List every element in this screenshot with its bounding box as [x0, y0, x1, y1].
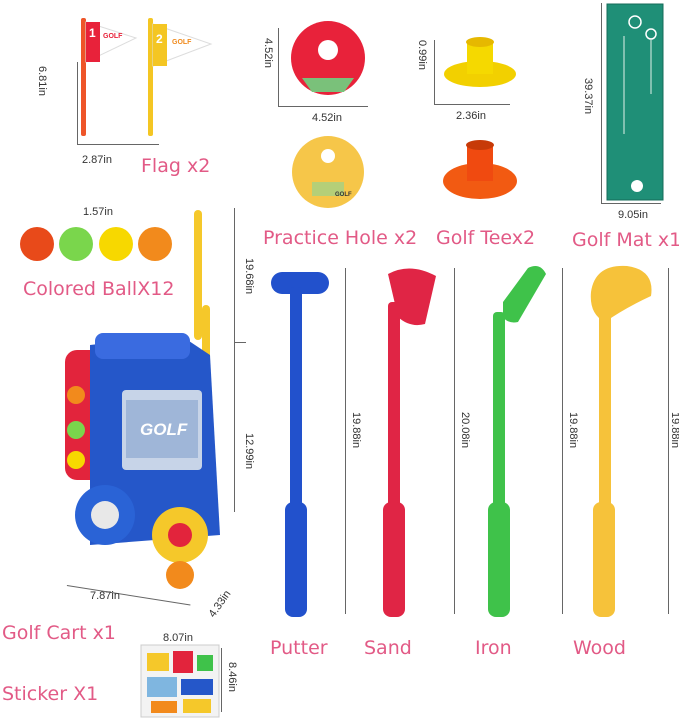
golf-tee-label: Golf Teex2 [436, 227, 536, 249]
golf-mat-image [606, 3, 664, 201]
putter-label: Putter [270, 637, 328, 659]
colored-balls-image [20, 227, 172, 261]
wood-height-dim: 19.88in [669, 412, 679, 449]
sticker-sheet-image [140, 644, 220, 718]
sticker-height-dim: 8.46in [226, 662, 238, 692]
tee-width-dim: 2.36in [456, 110, 486, 122]
flag-width-dim: 2.87in [82, 154, 112, 166]
flag-1-golf-text: GOLF [103, 33, 123, 40]
sand-club-image [383, 268, 436, 617]
hole-height-line [278, 28, 279, 106]
cart-handle-dim: 19.68in [243, 258, 255, 295]
mat-width-line [601, 203, 661, 204]
flag-label: Flag x2 [141, 155, 211, 177]
cart-mid-tick [234, 342, 246, 343]
golf-mat-label: Golf Mat x1 [572, 229, 679, 251]
hole-golf-text: GOLF [335, 192, 352, 198]
sand-label: Sand [364, 637, 412, 659]
flag-2-image [148, 18, 213, 136]
cart-handle-line [234, 208, 235, 343]
cart-width-dim: 7.87in [90, 590, 120, 602]
wood-height-line [668, 268, 669, 614]
flag-1-number: 1 [89, 26, 96, 40]
wood-club-image [590, 265, 652, 617]
mat-width-dim: 9.05in [618, 209, 648, 221]
sticker-height-line [221, 648, 222, 712]
practice-hole-red-image [291, 21, 365, 95]
sticker-label: Sticker X1 [2, 683, 99, 705]
flag-height-line [77, 62, 78, 144]
flag-2-number: 2 [156, 32, 163, 46]
tee-width-line [434, 104, 510, 105]
wood-label: Wood [573, 637, 626, 659]
golf-tee-orange-image [443, 140, 517, 199]
sand-height-dim: 20.08in [459, 412, 471, 449]
golf-cart-image [65, 210, 220, 589]
flag-width-line [77, 144, 159, 145]
tee-height-dim: 0.99in [416, 40, 428, 70]
practice-hole-label: Practice Hole x2 [263, 227, 418, 249]
iron-height-line [562, 268, 563, 614]
ball-diameter-dim: 1.57in [83, 206, 113, 218]
mat-height-line [601, 3, 602, 203]
cart-golf-text: GOLF [140, 420, 188, 439]
flag-1-image [81, 18, 138, 136]
iron-club-image [488, 266, 546, 617]
flag-height-dim: 6.81in [36, 66, 48, 96]
putter-height-dim: 19.88in [350, 412, 362, 449]
mat-height-dim: 39.37in [582, 78, 594, 115]
practice-hole-yellow-image [292, 136, 364, 208]
golf-cart-label: Golf Cart x1 [2, 622, 116, 644]
iron-height-dim: 19.88in [567, 412, 579, 449]
sand-height-line [454, 268, 455, 614]
putter-height-line [345, 268, 346, 614]
colored-ball-label: Colored BallX12 [23, 278, 175, 300]
sticker-width-dim: 8.07in [163, 632, 193, 644]
hole-width-line [278, 106, 368, 107]
cart-height-line [234, 342, 235, 512]
flag-2-golf-text: GOLF [172, 39, 192, 46]
hole-width-dim: 4.52in [312, 112, 342, 124]
golf-tee-yellow-image [444, 37, 516, 87]
iron-label: Iron [475, 637, 512, 659]
hole-height-dim: 4.52in [262, 38, 274, 68]
cart-height-dim: 12.99in [243, 433, 255, 470]
putter-club-image [271, 272, 329, 617]
tee-height-line [434, 40, 435, 104]
